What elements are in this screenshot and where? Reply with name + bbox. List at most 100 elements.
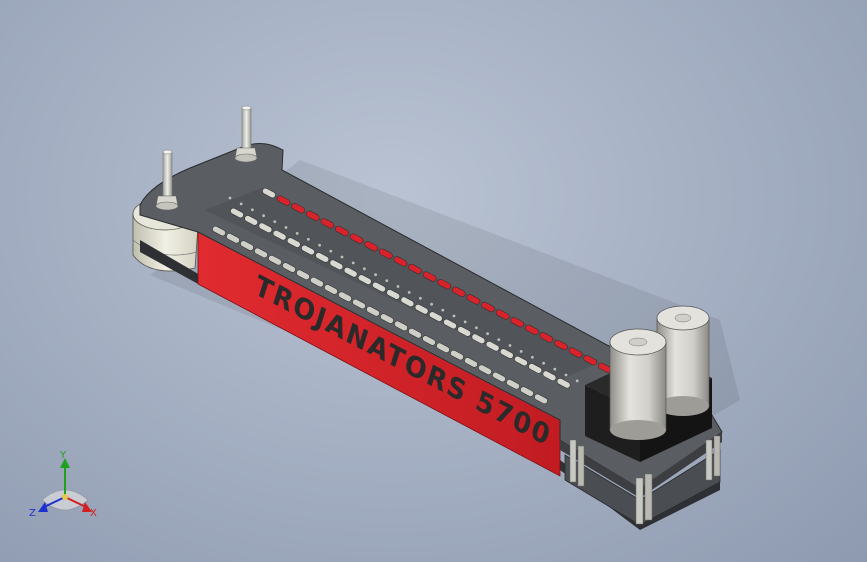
slot-hole: [528, 363, 542, 374]
rivet-hole: [385, 279, 389, 282]
rivet-hole: [239, 202, 243, 206]
slot-hole: [429, 311, 443, 322]
slot-hole: [262, 187, 276, 199]
slot-hole: [436, 342, 450, 353]
rivet-hole: [251, 208, 254, 212]
slot-hole: [437, 279, 451, 290]
slot-hole: [471, 333, 486, 344]
slot-hole: [457, 326, 471, 337]
slot-hole: [534, 393, 548, 405]
slot-hole: [506, 379, 520, 390]
rivet-hole: [340, 255, 344, 259]
rivet-hole: [419, 296, 422, 300]
rivet-hole: [497, 338, 501, 341]
slot-hole: [450, 349, 464, 361]
slot-hole: [554, 339, 568, 351]
standoff-post-left: [155, 149, 179, 211]
slot-hole: [568, 347, 583, 358]
slot-hole: [393, 256, 408, 267]
slot-hole: [268, 255, 282, 266]
rivet-hole: [307, 237, 310, 241]
slot-hole: [408, 328, 422, 339]
slot-hole: [478, 364, 492, 375]
slot-hole: [422, 335, 436, 346]
slot-row-mid: [230, 207, 571, 389]
rivet-hole: [463, 320, 467, 324]
slot-hole: [301, 244, 315, 256]
slot-hole: [466, 294, 481, 305]
slot-hole: [335, 225, 349, 237]
slot-hole: [422, 271, 437, 282]
slot-hole: [282, 262, 296, 273]
slot-hole: [500, 348, 514, 359]
rivet-hole: [575, 379, 579, 383]
slot-hole: [510, 317, 524, 328]
slot-hole: [414, 304, 429, 315]
rivet-hole: [396, 285, 400, 288]
rivet-hole: [284, 226, 288, 229]
slot-hole: [386, 289, 400, 300]
rivet-hole: [508, 344, 512, 347]
slot-hole: [492, 371, 506, 383]
slot-hole: [324, 284, 338, 295]
rivet-hole: [531, 355, 534, 359]
x-axis-label: X: [90, 508, 97, 519]
slot-hole: [556, 378, 571, 389]
rivet-hole: [374, 273, 377, 277]
slot-hole: [296, 269, 310, 280]
slot-hole: [254, 247, 268, 259]
rivet-hole: [452, 314, 456, 318]
slot-hole: [338, 291, 352, 302]
rivet-hole: [475, 326, 478, 330]
slot-hole: [514, 355, 528, 367]
slot-hole: [240, 240, 254, 251]
rivet-hole: [363, 267, 366, 271]
slot-hole: [525, 324, 539, 335]
slot-hole: [306, 210, 320, 221]
slot-hole: [443, 318, 457, 330]
rivet-hole: [273, 220, 277, 224]
slot-hole: [452, 286, 466, 297]
slot-hole: [320, 218, 335, 229]
slot-hole: [349, 233, 364, 244]
rivet-hole: [430, 302, 433, 306]
slot-hole: [310, 276, 324, 288]
slot-rail: [205, 188, 600, 380]
rivet-hole: [486, 332, 489, 336]
slot-row-lower: [212, 225, 548, 405]
rivet-hole: [407, 291, 411, 294]
rivet-hole: [441, 308, 445, 312]
slot-hole: [226, 233, 240, 244]
slot-hole: [481, 301, 495, 313]
slot-hole: [400, 296, 415, 307]
rivet-hole: [519, 350, 523, 353]
slot-hole: [276, 195, 291, 206]
slot-hole: [352, 298, 366, 310]
slot-hole: [358, 274, 372, 285]
slot-hole: [379, 248, 393, 259]
slot-hole: [291, 203, 305, 214]
slot-hole: [287, 237, 301, 248]
slot-hole: [583, 355, 597, 366]
z-axis-label: Z: [29, 508, 36, 519]
slot-hole: [539, 332, 554, 343]
rivet-hole: [318, 243, 321, 247]
rivet-hole: [228, 196, 232, 200]
slot-hole: [408, 263, 422, 275]
slot-hole: [485, 341, 500, 352]
rivet-hole: [329, 249, 333, 253]
slot-hole: [230, 207, 244, 219]
slot-hole: [495, 309, 510, 320]
slot-hole: [520, 386, 534, 397]
slot-row-upper: [262, 187, 612, 373]
slot-hole: [364, 241, 378, 252]
slot-hole: [372, 281, 386, 293]
slot-hole: [380, 313, 394, 324]
lower-bracket: [560, 432, 722, 526]
rivet-hole: [564, 373, 568, 377]
axis-triad[interactable]: Y X Z: [29, 450, 97, 519]
slot-hole: [315, 252, 329, 263]
motor-front: [609, 328, 667, 440]
